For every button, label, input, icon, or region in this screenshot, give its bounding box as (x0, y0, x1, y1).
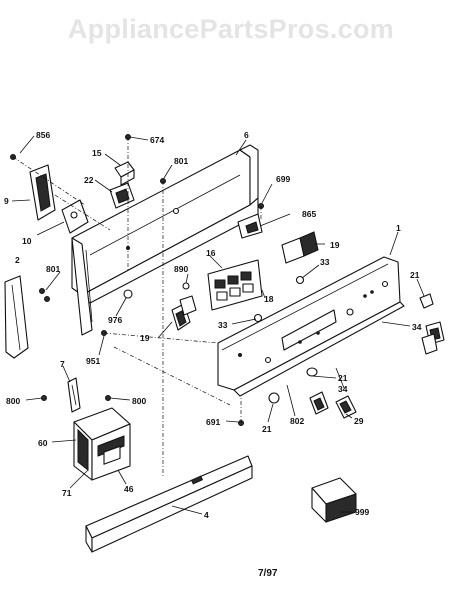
part-labels: 856 674 6 15 801 22 699 9 865 10 1 19 2 … (4, 130, 422, 579)
label-29: 29 (354, 416, 364, 426)
label-21-lower: 21 (262, 424, 272, 434)
label-46: 46 (124, 484, 134, 494)
label-33-upper: 33 (320, 257, 330, 267)
bracket-7 (67, 377, 81, 413)
label-18: 18 (264, 294, 274, 304)
label-60: 60 (38, 438, 48, 448)
screw-890 (182, 282, 190, 290)
watermark: AppliancePartsPros.com (67, 14, 395, 44)
label-865: 865 (302, 209, 316, 219)
label-801-top: 801 (174, 156, 188, 166)
kit-box-999 (311, 477, 357, 523)
backsplash-side (71, 237, 93, 336)
label-1: 1 (396, 223, 401, 233)
label-856: 856 (36, 130, 50, 140)
label-21-middle: 21 (338, 373, 348, 383)
knob-29 (335, 395, 357, 419)
label-976: 976 (108, 315, 122, 325)
clip-33-upper (295, 275, 305, 285)
label-674: 674 (150, 135, 164, 145)
label-34-right: 34 (412, 322, 422, 332)
label-699: 699 (276, 174, 290, 184)
label-21-upper: 21 (410, 270, 420, 280)
leader-lines (11, 135, 425, 515)
switch-19-upper (281, 231, 319, 264)
revision-date: 7/97 (258, 568, 278, 579)
label-19-lower: 19 (140, 333, 150, 343)
relay-15 (114, 161, 135, 186)
switch-assembly-16 (207, 259, 263, 311)
knob-21-upper (419, 293, 434, 309)
knob-21-lower (268, 392, 280, 404)
control-panel (217, 256, 405, 397)
grommet-976 (123, 289, 133, 299)
lower-trim (85, 455, 253, 553)
label-801-side: 801 (46, 264, 60, 274)
label-19-upper: 19 (330, 240, 340, 250)
screw-800-left (41, 395, 47, 401)
label-7: 7 (60, 359, 65, 369)
label-890: 890 (174, 264, 188, 274)
bracket-865 (237, 213, 263, 239)
label-22: 22 (84, 175, 94, 185)
label-71: 71 (62, 488, 72, 498)
end-cap (4, 275, 29, 359)
knob-21-middle (306, 367, 318, 377)
control-module (73, 407, 131, 481)
label-999: 999 (355, 507, 369, 517)
label-34-lower: 34 (338, 384, 348, 394)
switch-19-lower (171, 295, 197, 331)
screw-801-a (39, 288, 45, 294)
label-802: 802 (290, 416, 304, 426)
screw-801-b (44, 296, 50, 302)
screw-800-right (105, 395, 111, 401)
knob-34-right (421, 321, 445, 355)
label-951: 951 (86, 356, 100, 366)
assembly-lines (12, 137, 262, 476)
left-side-bracket (29, 164, 56, 221)
label-16: 16 (206, 248, 216, 258)
label-691: 691 (206, 417, 220, 427)
label-800-left: 800 (6, 396, 20, 406)
knob-802 (309, 391, 329, 415)
label-6: 6 (244, 130, 249, 140)
label-33-lower: 33 (218, 320, 228, 330)
label-10: 10 (22, 236, 32, 246)
label-4: 4 (204, 510, 209, 520)
bracket-10 (61, 199, 89, 234)
relay-22 (109, 182, 135, 209)
clip-33-lower (253, 313, 263, 323)
label-15: 15 (92, 148, 102, 158)
label-2: 2 (15, 255, 20, 265)
label-9: 9 (4, 196, 9, 206)
label-800-right: 800 (132, 396, 146, 406)
